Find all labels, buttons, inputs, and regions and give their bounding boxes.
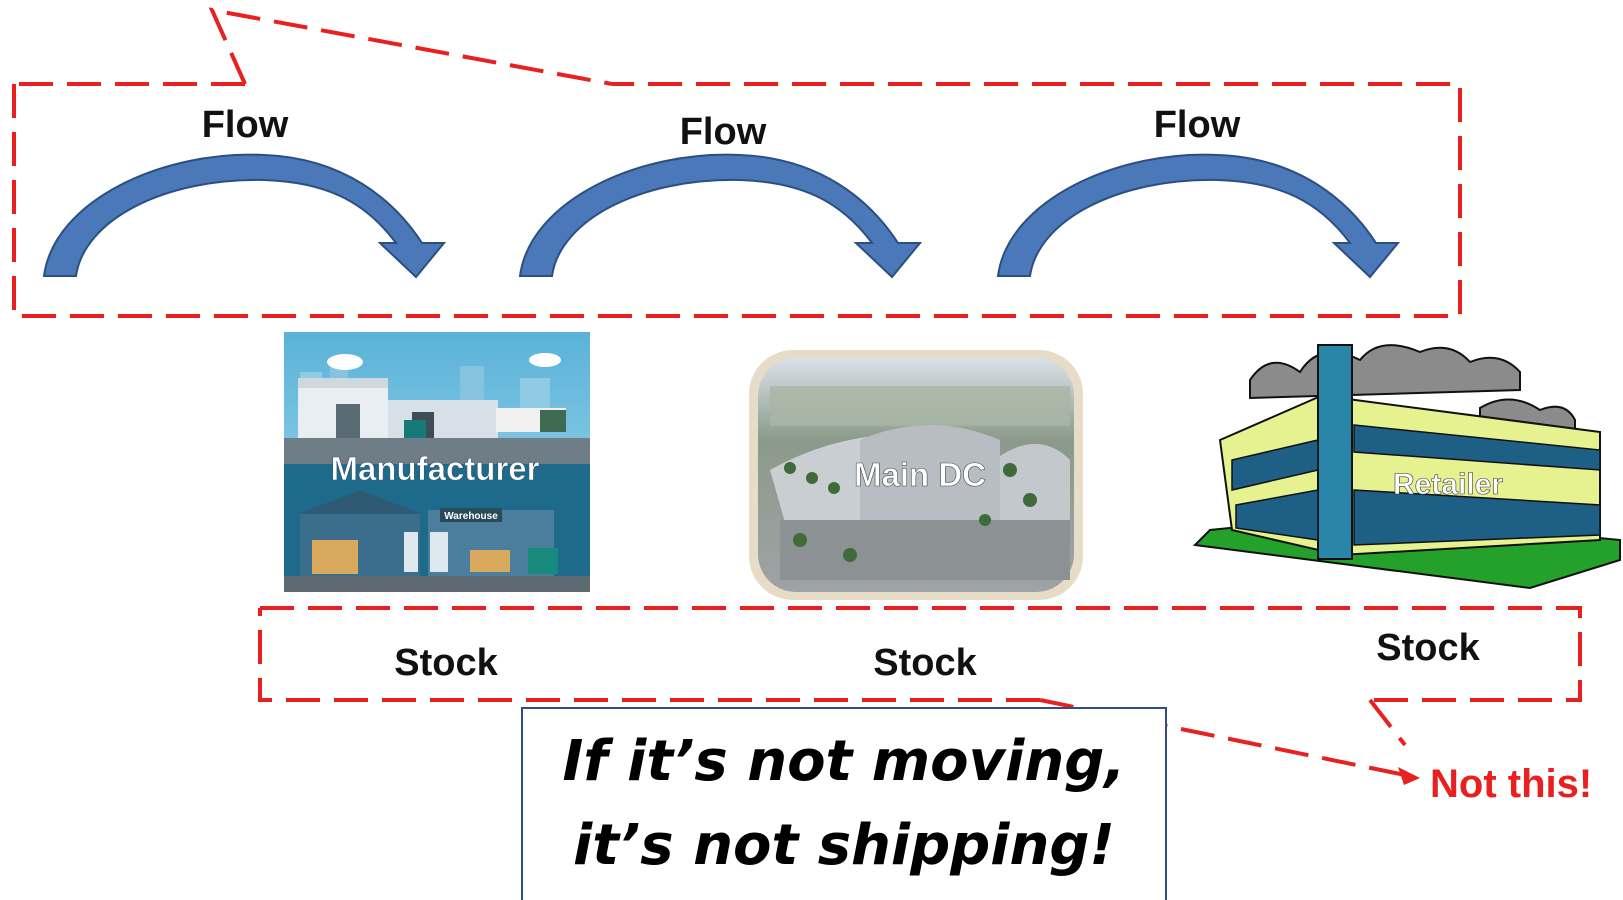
flow-frame: [12, 7, 1462, 318]
callout-line-2: it’s not shipping!: [573, 813, 1115, 878]
flow-label-2: Flow: [680, 111, 767, 153]
node-label-main-dc: Main DC: [854, 456, 986, 493]
stock-label-2: Stock: [873, 642, 977, 684]
flow-label-1: Flow: [202, 104, 289, 146]
flow-label-3: Flow: [1154, 104, 1241, 146]
node-label-manufacturer: Manufacturer: [330, 450, 539, 487]
manufacturer-illustration: Warehouse: [284, 332, 590, 592]
stock-label-3: Stock: [1376, 627, 1480, 669]
not-this-arrowhead: [1398, 767, 1420, 785]
callout-line-1: If it’s not moving,: [562, 729, 1126, 794]
flow-arrow-1: [42, 153, 447, 279]
flow-arrow-3: [996, 153, 1401, 279]
warehouse-sign: Warehouse: [444, 511, 498, 522]
flow-arrow-2: [518, 153, 923, 279]
retailer-illustration: [1192, 344, 1621, 590]
not-this-label: Not this!: [1430, 762, 1593, 806]
stock-label-1: Stock: [394, 642, 498, 684]
callout-box: If it’s not moving, it’s not shipping!: [521, 707, 1167, 900]
main-dc-illustration: [749, 350, 1083, 600]
node-label-retailer: Retailer: [1393, 468, 1503, 501]
